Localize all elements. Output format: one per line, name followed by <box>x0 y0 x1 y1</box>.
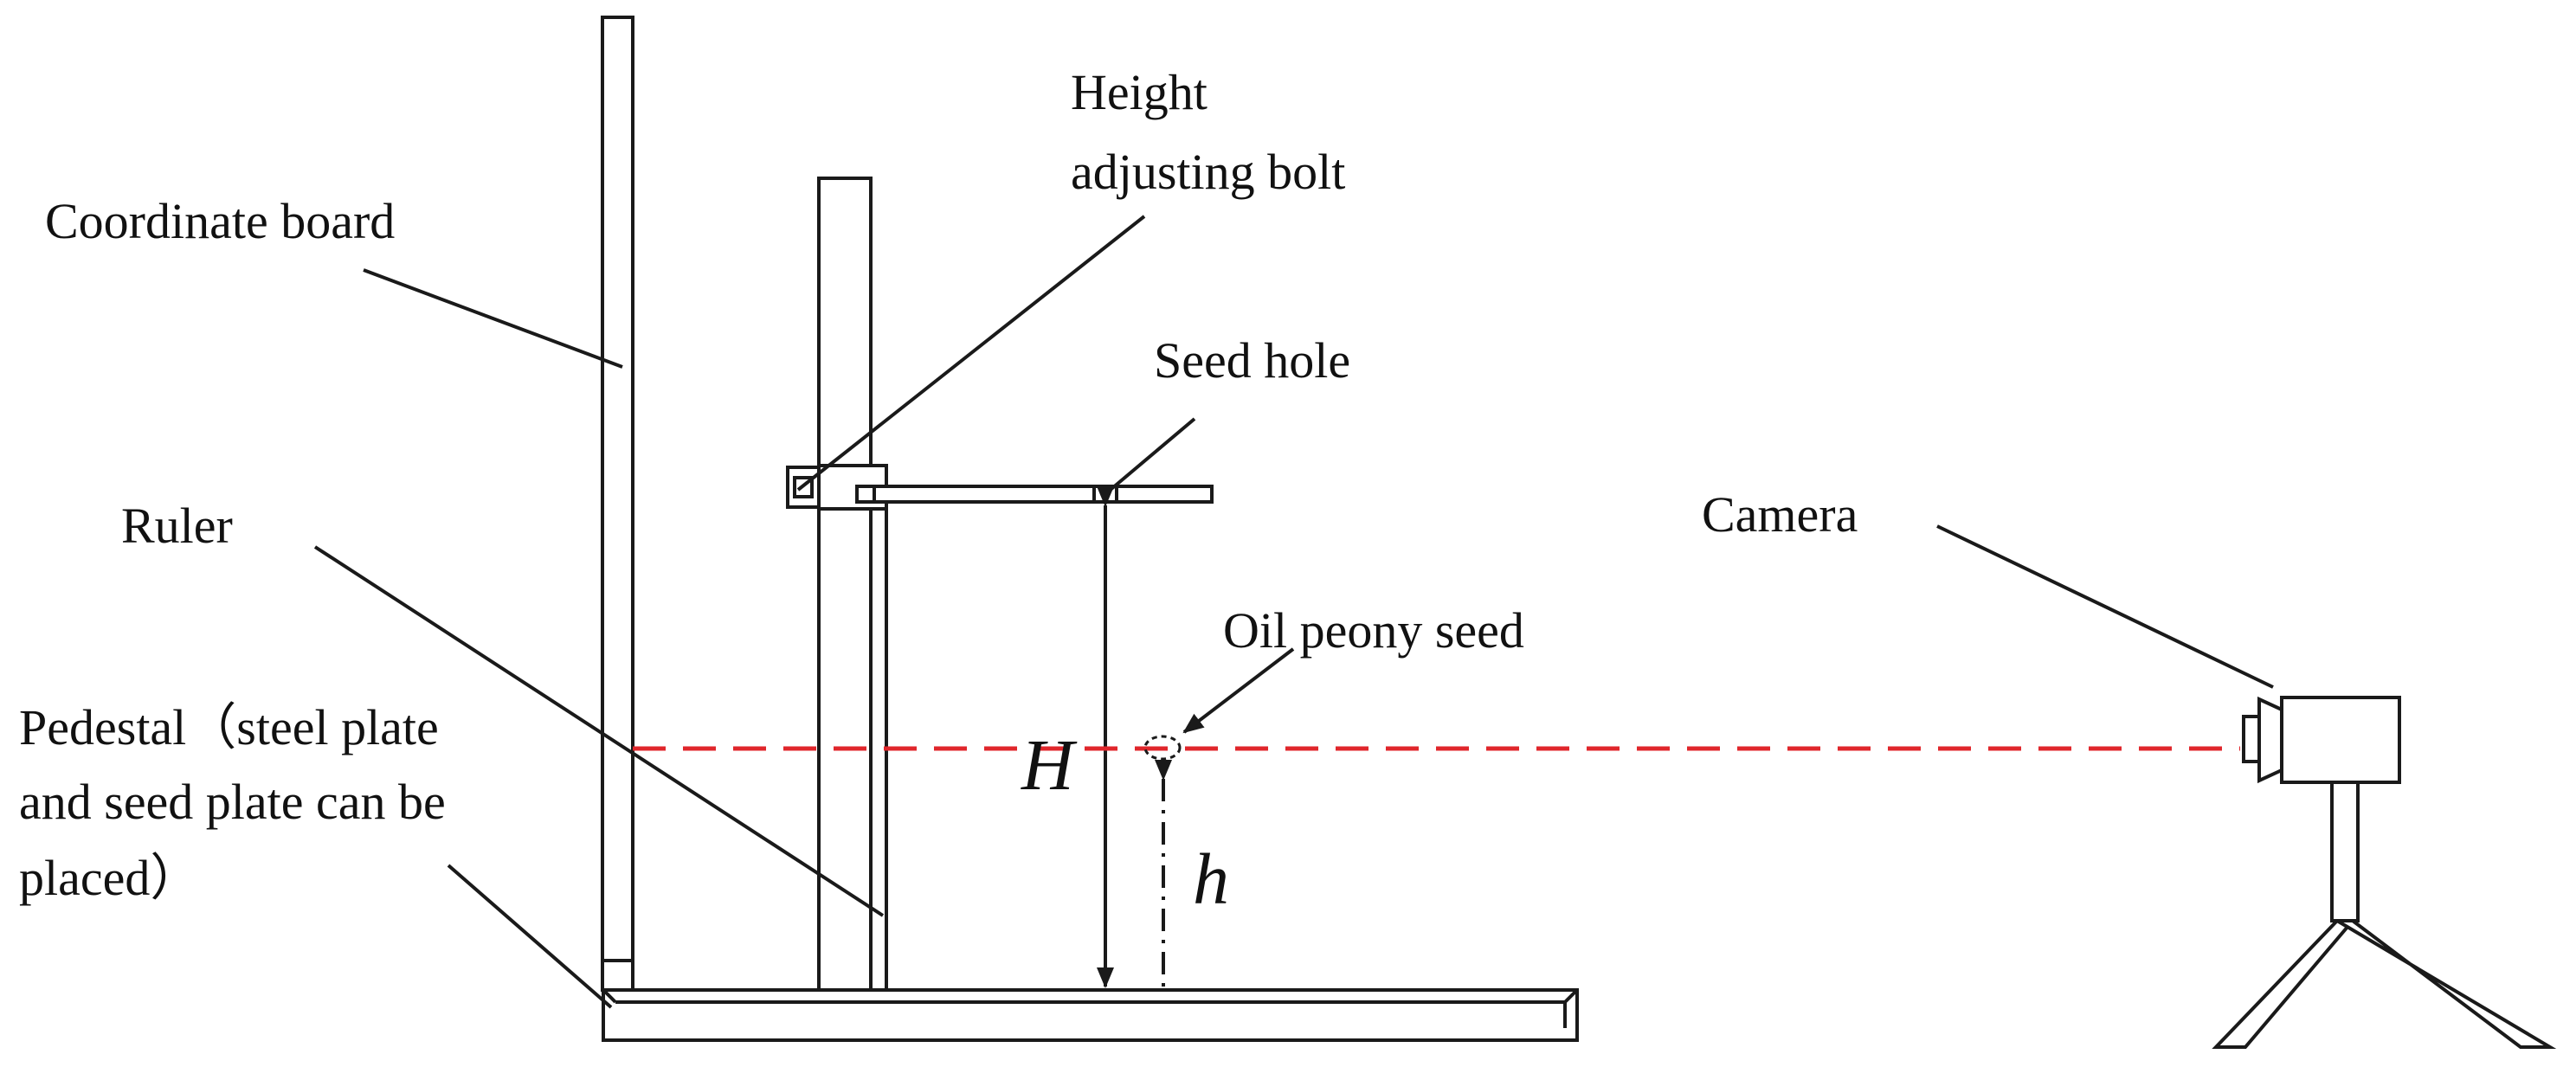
label-pedestal-line2: and seed plate can be <box>19 774 446 830</box>
leader-oil-peony-seed <box>1182 647 1295 734</box>
leader-coordinate-board <box>363 268 623 369</box>
leader-height-bolt <box>796 215 1146 492</box>
ruler-stand <box>817 177 888 992</box>
label-H: H <box>1021 725 1078 806</box>
label-h: h <box>1193 839 1229 920</box>
label-pedestal-line3: placed） <box>19 850 200 906</box>
label-oil-peony-seed: Oil peony seed <box>1223 602 1524 659</box>
label-camera: Camera <box>1702 486 1858 543</box>
leader-seed-hole <box>1104 417 1196 495</box>
label-pedestal-line1: Pedestal（steel plate <box>19 699 439 755</box>
seed-arm <box>855 485 1214 504</box>
leader-ruler <box>313 545 885 917</box>
oil-peony-seed <box>1143 735 1182 761</box>
leader-camera <box>1936 524 2274 689</box>
label-ruler: Ruler <box>121 498 233 554</box>
label-coordinate-board: Coordinate board <box>45 193 395 249</box>
leader-lines <box>313 215 2274 1009</box>
leader-pedestal <box>447 864 613 1009</box>
label-height-bolt-line1: Height <box>1071 64 1208 120</box>
pedestal <box>602 988 1579 1042</box>
label-seed-hole: Seed hole <box>1154 332 1350 389</box>
coordinate-board <box>601 16 634 992</box>
camera <box>2242 696 2401 784</box>
tripod <box>2212 781 2557 1049</box>
label-height-bolt-line2: adjusting bolt <box>1071 144 1345 200</box>
